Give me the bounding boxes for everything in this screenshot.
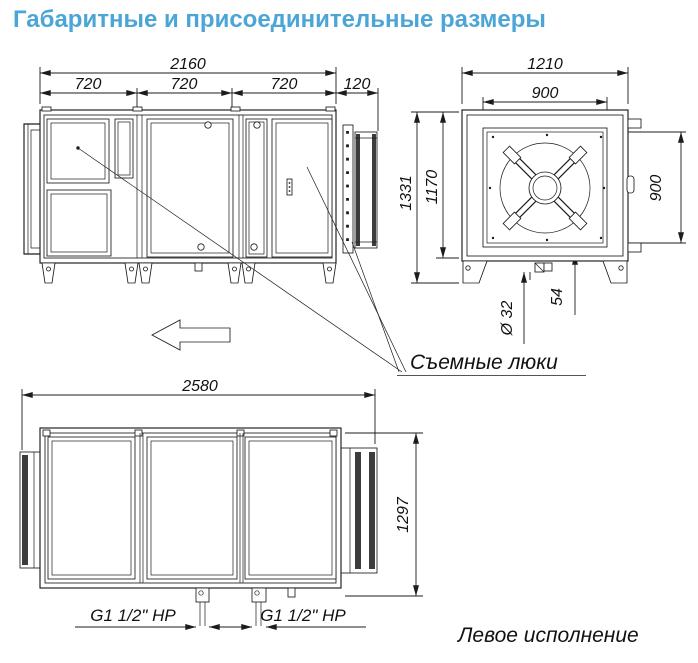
pipe-label-1: G1 1/2" НР (90, 606, 176, 625)
end-view: 1210 900 1331 1170 900 Ø 32 54 (398, 56, 686, 344)
hatches-label: Съемные люки (410, 351, 558, 374)
dim-section-2: 720 (171, 76, 198, 93)
plan-view-body (19, 427, 378, 598)
dim-drain-diameter: Ø 32 (499, 301, 516, 337)
side-view-dimension-lines (39, 67, 379, 131)
side-view-feet (41, 262, 337, 284)
dim-height-overall: 1331 (398, 175, 415, 211)
hatch-panel-1 (46, 118, 110, 184)
side-view: 2160 720 720 720 120 (23, 56, 407, 373)
dim-opening-width: 900 (532, 85, 559, 102)
end-view-body (461, 109, 642, 273)
door-handle-end (626, 175, 635, 194)
pipe-label-2: G1 1/2" НР (260, 606, 346, 625)
end-view-dimension-lines (411, 67, 686, 344)
dim-section-3: 720 (271, 76, 298, 93)
dim-drain-offset: 54 (549, 288, 566, 306)
pipe-connector-2 (251, 587, 267, 603)
hatch-leader-lines (77, 147, 407, 373)
fan-opening (499, 142, 591, 234)
plan-view: 2580 1297 (19, 378, 423, 631)
dim-opening-height: 900 (648, 175, 665, 202)
hatch-panel-3 (271, 118, 333, 258)
end-view-feet (462, 260, 628, 284)
dim-plan-width: 1297 (395, 496, 412, 533)
dim-plan-length: 2580 (181, 378, 218, 395)
variant-label: Левое исполнение (456, 624, 639, 647)
page-title: Габаритные и присоединительные размеры (13, 6, 546, 33)
dim-section-1: 720 (75, 76, 102, 93)
hatches-annotation: Съемные люки (397, 351, 586, 376)
dim-end-width: 1210 (527, 56, 563, 73)
airflow-direction-arrow (151, 319, 231, 351)
pipe-connections (75, 587, 366, 631)
dim-height-casing: 1170 (424, 170, 441, 205)
side-view-body (23, 106, 378, 272)
plan-view-dimension-lines (21, 389, 423, 597)
dim-flange: 120 (344, 76, 371, 93)
dim-overall-length: 2160 (169, 56, 206, 73)
